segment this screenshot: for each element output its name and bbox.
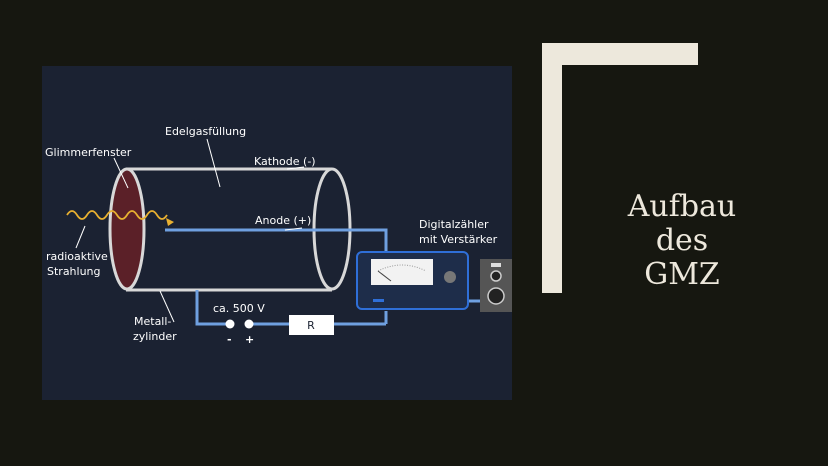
label-anode: Anode (+) (255, 214, 311, 227)
label-digitalzaehler: Digitalzähler (419, 218, 489, 231)
terminal-plus (244, 319, 254, 329)
leader-metall (159, 290, 175, 323)
leader-edelgas (206, 138, 221, 188)
radiation-wave-icon (66, 210, 168, 220)
radiation-arrow-head (166, 218, 174, 226)
geiger-counter-diagram: R Glimmerfenster Edelgasfüllung Ka (45, 125, 512, 346)
diagram-panel: R Glimmerfenster Edelgasfüllung Ka (42, 66, 512, 400)
label-strahlung: Strahlung (47, 265, 101, 278)
resistor (289, 315, 334, 335)
slide-title: Aufbau des GMZ (600, 190, 764, 292)
anode-wire (165, 228, 388, 255)
leader-kathode (286, 166, 305, 170)
corner-frame-horizontal (542, 43, 698, 65)
meter-gauge-icon (371, 259, 433, 285)
slide-title-line-3: GMZ (644, 257, 720, 292)
leader-strahlung (75, 225, 86, 249)
label-plus: + (245, 333, 254, 346)
label-spannung: ca. 500 V (213, 302, 265, 315)
label-verstaerker: mit Verstärker (419, 233, 498, 246)
label-metall: Metall- (134, 315, 171, 328)
counter-indicator (373, 299, 384, 302)
resistor-label: R (307, 319, 315, 332)
label-zylinder: zylinder (133, 330, 177, 343)
speaker-icon (480, 259, 512, 312)
label-minus: - (227, 333, 232, 346)
label-kathode: Kathode (-) (254, 155, 316, 168)
counter-knob (444, 271, 456, 283)
label-radioaktive: radioaktive (46, 250, 108, 263)
cathode-wire (195, 290, 227, 326)
corner-frame-vertical (542, 43, 562, 293)
leader-anode (284, 227, 303, 231)
leader-glimmerfenster (113, 157, 129, 189)
label-edelgasfuellung: Edelgasfüllung (165, 125, 246, 138)
slide-title-line-1: Aufbau (627, 189, 737, 224)
mica-window (108, 167, 146, 291)
label-glimmerfenster: Glimmerfenster (45, 146, 132, 159)
terminal-minus (225, 319, 235, 329)
slide-title-line-2: des (655, 223, 709, 258)
